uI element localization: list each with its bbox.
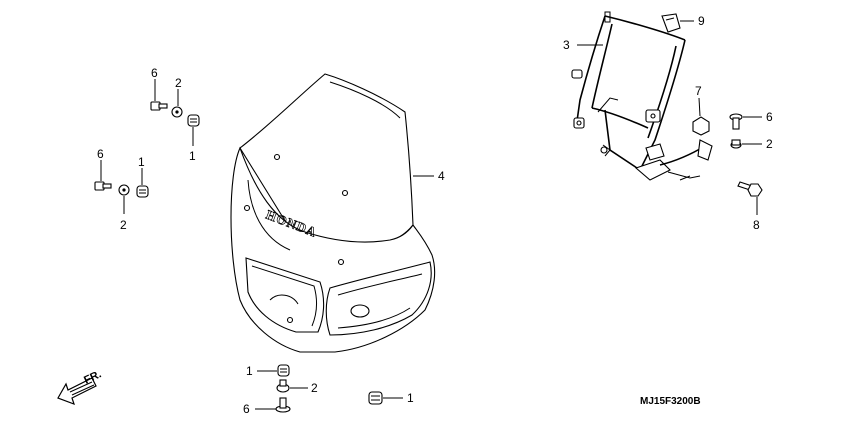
bolt xyxy=(737,181,763,215)
label-collar-right: 2 xyxy=(766,137,773,151)
label-collar-upper-left: 2 xyxy=(175,76,182,90)
label-collar-bottom: 2 xyxy=(311,381,318,395)
diagram-code: MJ15F3200B xyxy=(640,396,701,407)
label-cowl: 4 xyxy=(438,169,445,183)
collar-right xyxy=(730,139,762,149)
label-nut: 7 xyxy=(695,84,702,98)
front-cowl: HONDA xyxy=(230,73,436,353)
label-collar-middle-left: 2 xyxy=(120,218,127,232)
grommet-bottom-right xyxy=(368,391,403,405)
hardware-group-bottom-center xyxy=(255,364,308,413)
label-grommet-lone: 1 xyxy=(407,391,414,405)
label-cowl-stay: 3 xyxy=(563,38,570,52)
nut xyxy=(692,97,710,136)
clip xyxy=(661,13,694,33)
label-bolt: 8 xyxy=(753,218,760,232)
label-screw-upper-left: 6 xyxy=(151,66,158,80)
label-grommet-upper-left: 1 xyxy=(189,149,196,163)
cowl-stay xyxy=(571,11,713,181)
label-clip: 9 xyxy=(698,14,705,28)
hardware-group-middle-left xyxy=(94,160,149,214)
hardware-group-upper-left xyxy=(150,79,200,146)
front-direction-label: FR. xyxy=(82,368,103,386)
label-grommet-bottom: 1 xyxy=(246,364,253,378)
label-grommet-middle-left: 1 xyxy=(138,155,145,169)
label-screw-bottom: 6 xyxy=(243,402,250,416)
label-screw-middle-left: 6 xyxy=(97,147,104,161)
screw-right xyxy=(729,113,762,130)
label-screw-right: 6 xyxy=(766,110,773,124)
front-direction-arrow-icon xyxy=(57,377,97,406)
